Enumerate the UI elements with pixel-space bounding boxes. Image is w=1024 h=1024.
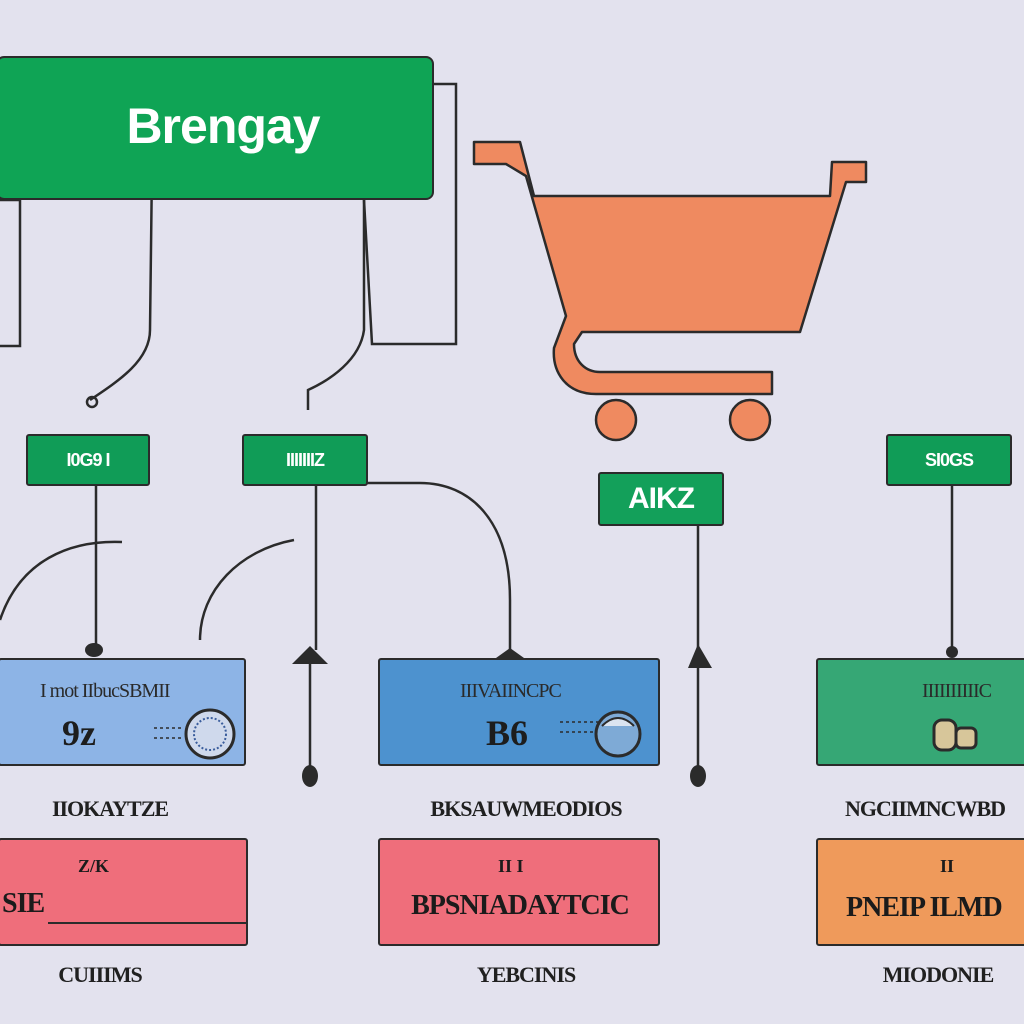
price-card-1-mini: Z/K bbox=[78, 856, 110, 876]
price-card-3-mini: II bbox=[940, 856, 955, 876]
curve-c bbox=[366, 481, 512, 654]
caption-2: BKSAUWMEODIOS bbox=[430, 796, 622, 821]
title-wire-1 bbox=[89, 165, 154, 402]
title-wire-2 bbox=[306, 166, 366, 410]
tag-1: I0G9 I bbox=[26, 434, 150, 486]
price-card-1-main: SIE bbox=[2, 888, 45, 919]
price-card-3-main: PNEIP ILMD bbox=[846, 892, 1003, 923]
title-box bbox=[0, 56, 434, 200]
bracket-right bbox=[362, 82, 458, 346]
title-text: Brengay bbox=[126, 98, 320, 154]
tag-2: IIIIIIIZ bbox=[242, 434, 368, 486]
curve-b bbox=[198, 538, 295, 641]
price-card-1-divider bbox=[48, 922, 248, 924]
info-card-1-value: 9z bbox=[62, 713, 96, 753]
info-card-2: IIIVAIINCPC B6 bbox=[378, 658, 660, 766]
info-card-3: IIIIIIIIIIC bbox=[816, 658, 1024, 766]
bracket-left bbox=[0, 198, 22, 348]
price-card-3: II PNEIP ILMD bbox=[816, 838, 1024, 946]
info-card-2-head: IIIVAIINCPC bbox=[460, 680, 562, 702]
globe-icon bbox=[154, 708, 236, 760]
footer-2: YEBCINIS bbox=[476, 962, 576, 987]
caption-3: NGCIIMNCWBD bbox=[844, 796, 1006, 821]
lock-icon bbox=[932, 718, 978, 752]
footer-1: CUIIIMS bbox=[58, 962, 142, 987]
shopping-cart-icon bbox=[472, 140, 868, 442]
info-card-2-value: B6 bbox=[486, 713, 529, 753]
price-card-1: Z/K SIE bbox=[0, 838, 248, 946]
price-card-2-mini: II I bbox=[498, 856, 524, 876]
price-card-2-main: BPSNIADAYTCIC bbox=[411, 890, 630, 921]
footer-3: MIODONIE bbox=[882, 962, 995, 987]
info-card-1-head: I mot IIbucSBMII bbox=[40, 680, 171, 702]
price-card-2: II I BPSNIADAYTCIC bbox=[378, 838, 660, 946]
info-card-1: I mot IIbucSBMII 9z bbox=[0, 658, 246, 766]
tag-4: SI0GS bbox=[886, 434, 1012, 486]
caption-1: IIOKAYTZE bbox=[51, 796, 169, 821]
curve-a bbox=[0, 540, 123, 621]
info-card-3-head: IIIIIIIIIIC bbox=[922, 680, 992, 702]
globe-icon bbox=[560, 710, 642, 758]
tag-3: AIKZ bbox=[598, 472, 724, 526]
